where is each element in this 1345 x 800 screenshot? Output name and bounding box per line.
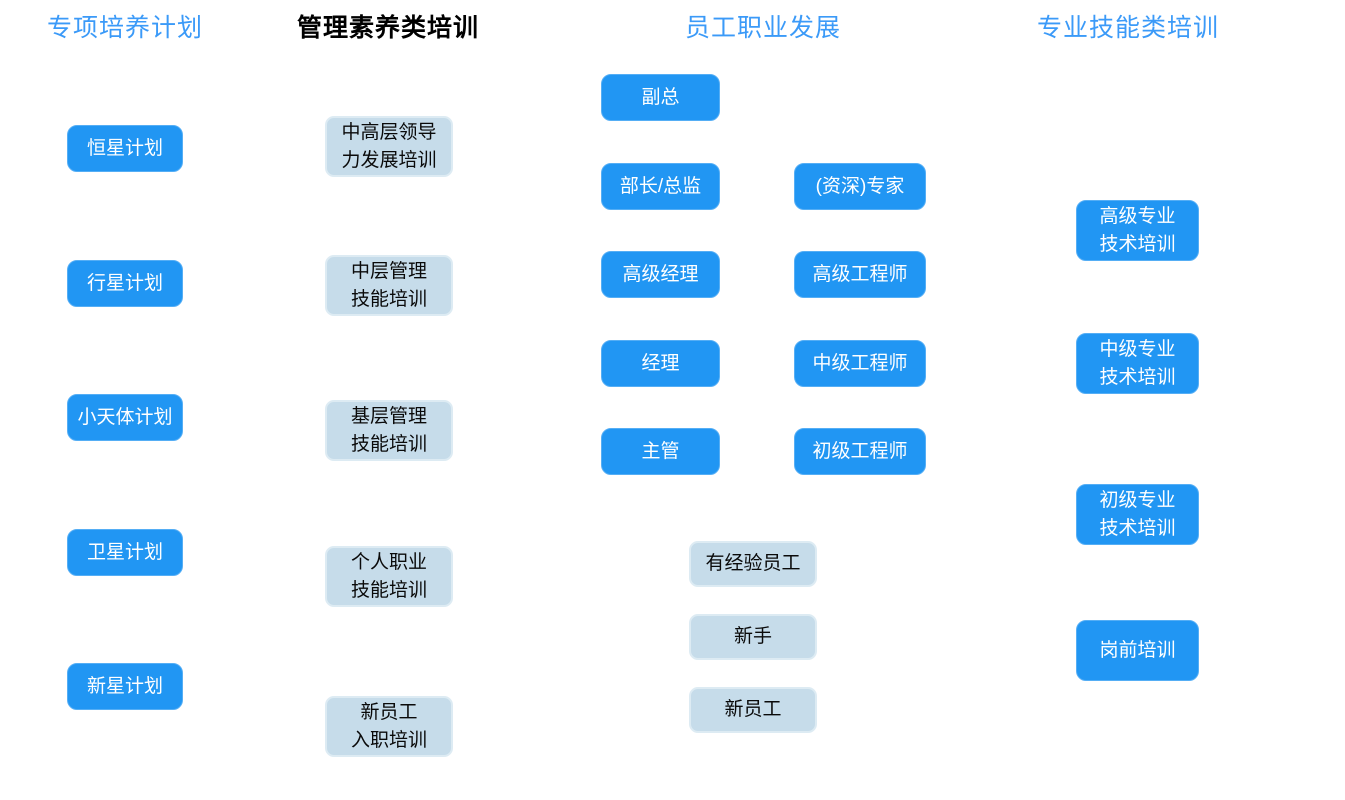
box-mid-tech-training: 中级专业 技术培训 xyxy=(1076,333,1199,394)
box-novice: 新手 xyxy=(689,614,817,660)
box-supervisor: 主管 xyxy=(601,428,720,475)
box-pre-job-training: 岗前培训 xyxy=(1076,620,1199,681)
box-nova-plan: 新星计划 xyxy=(67,663,183,710)
box-small-body-plan: 小天体计划 xyxy=(67,394,183,441)
box-satellite-plan: 卫星计划 xyxy=(67,529,183,576)
box-mid-engineer: 中级工程师 xyxy=(794,340,926,387)
column-title-skills-training: 专业技能类培训 xyxy=(1037,14,1220,42)
column-title-management-training: 管理素养类培训 xyxy=(296,14,479,42)
box-junior-engineer: 初级工程师 xyxy=(794,428,926,475)
box-planet-plan: 行星计划 xyxy=(67,260,183,307)
box-new-employee: 新员工 xyxy=(689,687,817,733)
box-grassroots-mgmt-training: 基层管理 技能培训 xyxy=(325,400,453,461)
box-personal-skills-training: 个人职业 技能培训 xyxy=(325,546,453,607)
box-director: 部长/总监 xyxy=(601,163,720,210)
box-senior-expert: (资深)专家 xyxy=(794,163,926,210)
box-manager: 经理 xyxy=(601,340,720,387)
column-title-career-path: 员工职业发展 xyxy=(684,14,841,42)
box-senior-tech-training: 高级专业 技术培训 xyxy=(1076,200,1199,261)
box-junior-tech-training: 初级专业 技术培训 xyxy=(1076,484,1199,545)
box-senior-manager: 高级经理 xyxy=(601,251,720,298)
column-title-special-programs: 专项培养计划 xyxy=(46,14,203,42)
box-vice-president: 副总 xyxy=(601,74,720,121)
box-star-plan: 恒星计划 xyxy=(67,125,183,172)
box-new-hire-onboarding-training: 新员工 入职培训 xyxy=(325,696,453,757)
box-experienced-employee: 有经验员工 xyxy=(689,541,817,587)
box-middle-mgmt-training: 中层管理 技能培训 xyxy=(325,255,453,316)
box-senior-leadership-training: 中高层领导 力发展培训 xyxy=(325,116,453,177)
box-senior-engineer: 高级工程师 xyxy=(794,251,926,298)
